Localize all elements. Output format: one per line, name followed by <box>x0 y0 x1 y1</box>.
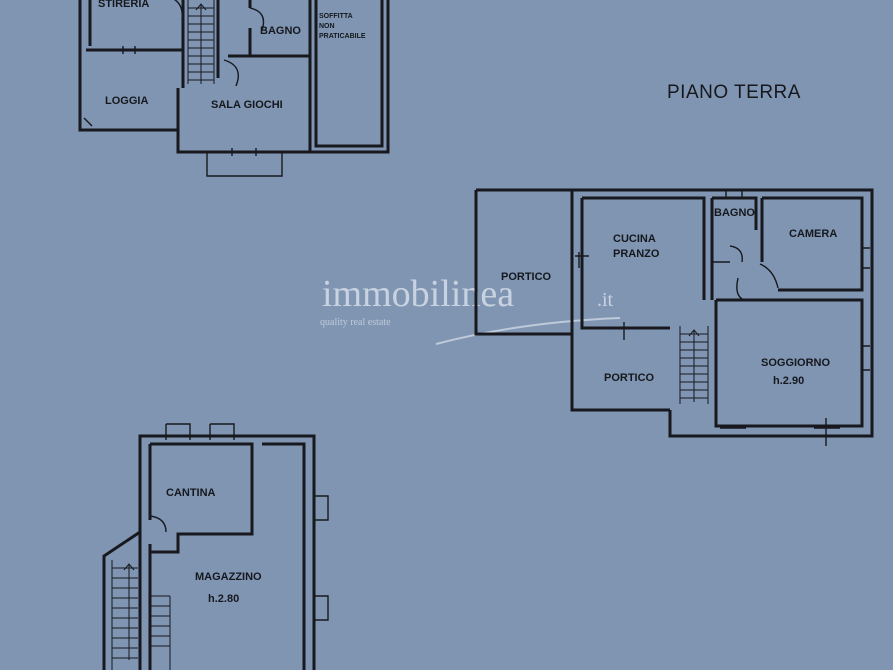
upper-loggia-window <box>122 46 136 54</box>
watermark-swoosh <box>435 317 621 345</box>
room-label-soggiorno: SOGGIORNO <box>761 357 831 369</box>
basement-top-windows <box>165 423 235 440</box>
room-label-soggiorno-height: h.2.90 <box>773 375 804 387</box>
ground-cucina-right-wall <box>582 196 706 300</box>
room-label-magazzino-height: h.2.80 <box>208 593 239 605</box>
ground-soggiorno-wall <box>714 298 864 428</box>
basement-right-windows <box>314 495 329 621</box>
ground-floor-plan: PORTICO CUCINA PRANZO BAGNO CAMERA PORTI… <box>474 188 874 446</box>
watermark-tagline: quality real estate <box>320 317 391 328</box>
room-label-magazzino: MAGAZZINO <box>195 571 262 583</box>
room-label-cucina-2: PRANZO <box>613 248 660 260</box>
basement-cantina-wall <box>150 442 254 554</box>
ground-cucina-left-wall <box>580 198 670 330</box>
floor-title: PIANO TERRA <box>667 82 801 103</box>
room-label-upper-bagno: BAGNO <box>260 25 301 37</box>
upper-loggia-corner-mark <box>83 117 93 127</box>
ground-soggiorno-door-swing <box>736 277 745 301</box>
upper-staircase <box>187 0 215 84</box>
upper-left-outer-wall <box>78 0 178 132</box>
ground-soggiorno-window <box>862 345 870 371</box>
ground-outer-wall <box>476 188 874 438</box>
room-label-soffitta-1: SOFFITTA <box>319 13 353 20</box>
basement-staircase <box>111 560 171 670</box>
watermark-brand: immobilinea <box>322 273 514 315</box>
room-label-camera: CAMERA <box>789 228 837 240</box>
basement-cantina-door-swing <box>149 515 167 533</box>
ground-camera-window <box>862 247 870 269</box>
basement-exterior-stair-wall <box>102 530 141 670</box>
upper-sala-door-swing <box>223 59 239 87</box>
room-label-cantina: CANTINA <box>166 487 216 499</box>
room-label-cucina-1: CUCINA <box>613 233 656 245</box>
ground-portico1-outer-wall <box>474 190 572 336</box>
upper-stireria-door-swing <box>173 0 183 21</box>
ground-portico2-window <box>608 322 640 340</box>
room-label-portico-1: PORTICO <box>501 271 552 283</box>
watermark-tld: .it <box>597 289 614 311</box>
room-label-portico-2: PORTICO <box>604 372 655 384</box>
room-label-ground-bagno: BAGNO <box>714 207 755 219</box>
ground-portico-window <box>575 252 589 268</box>
basement-outer-wall <box>138 434 316 670</box>
upper-bagno-door-swing <box>249 7 265 31</box>
ground-bagno-window <box>725 190 743 198</box>
ground-staircase <box>679 326 709 404</box>
room-label-soffitta-2: NON <box>319 23 335 30</box>
room-label-sala-giochi: SALA GIOCHI <box>211 99 283 111</box>
ground-portico2-wall <box>570 190 670 412</box>
ground-bagno-door-swing <box>712 245 743 263</box>
upper-floor-plan: STIRERIA BAGNO SOFFITTA NON PRATICABILE … <box>78 0 390 177</box>
ground-camera-door-swing <box>759 263 779 289</box>
room-label-soffitta-3: PRATICABILE <box>319 33 366 40</box>
room-label-loggia: LOGGIA <box>105 95 148 107</box>
watermark-logo: immobilinea .it quality real estate <box>320 273 621 345</box>
basement-plan: CANTINA MAGAZZINO h.2.80 <box>102 423 329 670</box>
upper-sala-outer-wall <box>176 0 390 154</box>
basement-magazzino-wall <box>262 442 306 670</box>
room-label-stireria: STIRERIA <box>98 0 149 10</box>
upper-balcony <box>206 152 283 177</box>
upper-sala-window <box>231 148 257 156</box>
upper-soffitta-inner-wall <box>314 0 384 148</box>
ground-soggiorno-bottom-windows <box>720 418 840 446</box>
ground-camera-wall <box>762 196 864 292</box>
